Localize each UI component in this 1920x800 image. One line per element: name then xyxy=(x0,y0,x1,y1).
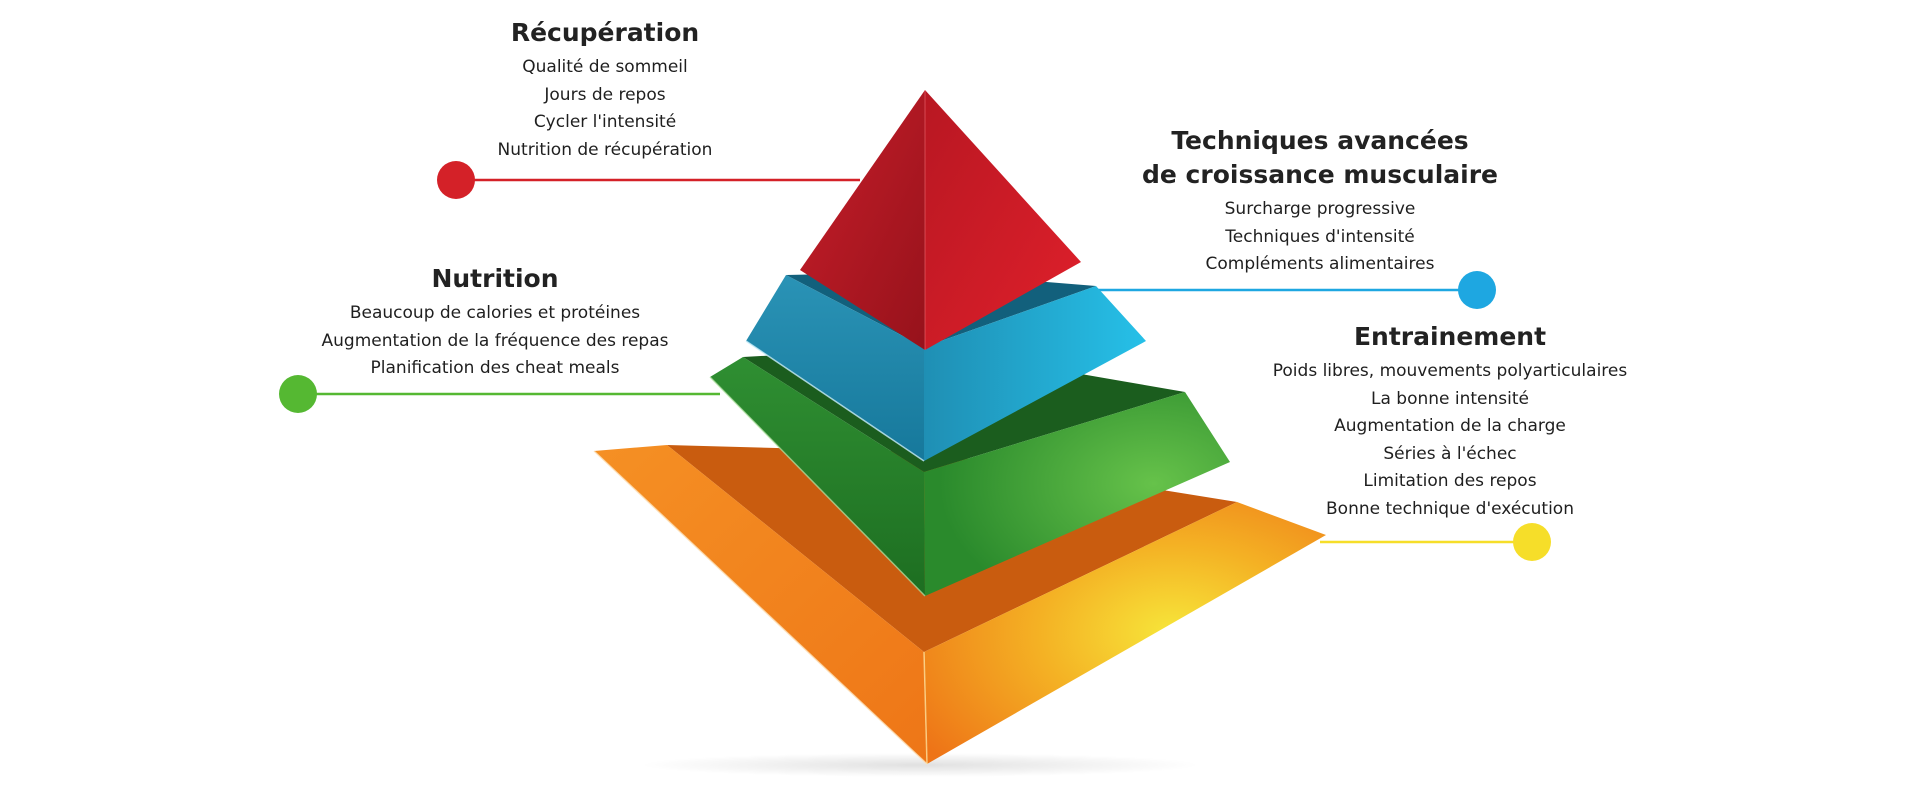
entrainement-item: Limitation des repos xyxy=(1363,471,1537,491)
techniques-title-line2: de croissance musculaire xyxy=(1142,160,1498,189)
connector-techniques xyxy=(1095,271,1496,309)
blue-dot-icon xyxy=(1458,271,1496,309)
connector-entrainement xyxy=(1320,523,1551,561)
entrainement-list: Poids libres, mouvements polyarticulaire… xyxy=(1230,358,1670,523)
techniques-item: Techniques d'intensité xyxy=(1225,226,1415,247)
label-block-nutrition: Nutrition Beaucoup de calories et protéi… xyxy=(280,262,710,383)
techniques-item: Surcharge progressive xyxy=(1224,199,1416,219)
nutrition-item: Beaucoup de calories et protéines xyxy=(349,303,641,323)
techniques-item: Compléments alimentaires xyxy=(1205,254,1435,274)
techniques-title-line1: Techniques avancées xyxy=(1171,126,1469,155)
pyramid-shadow xyxy=(640,753,1200,777)
nutrition-item: Augmentation de la fréquence des repas xyxy=(321,330,669,351)
recuperation-item: Cycler l'intensité xyxy=(533,112,677,132)
red-dot-icon xyxy=(437,161,475,199)
pyramid-tier-red xyxy=(800,90,1081,350)
label-block-recuperation: Récupération Qualité de sommeil Jours de… xyxy=(420,16,790,164)
nutrition-item: Planification des cheat meals xyxy=(370,358,620,378)
yellow-dot-icon xyxy=(1513,523,1551,561)
connector-nutrition xyxy=(279,375,720,413)
entrainement-title: Entrainement xyxy=(1353,322,1547,351)
label-block-entrainement: Entrainement Poids libres, mouvements po… xyxy=(1230,320,1670,523)
entrainement-item: Augmentation de la charge xyxy=(1334,416,1566,436)
label-block-techniques: Techniques avancées de croissance muscula… xyxy=(1100,124,1540,279)
entrainement-item: Séries à l'échec xyxy=(1383,443,1517,464)
recuperation-item: Nutrition de récupération xyxy=(497,139,713,160)
recuperation-title: Récupération xyxy=(510,18,700,47)
entrainement-item: La bonne intensité xyxy=(1371,388,1529,409)
nutrition-list: Beaucoup de calories et protéines Augmen… xyxy=(280,300,710,383)
recuperation-list: Qualité de sommeil Jours de repos Cycler… xyxy=(420,54,790,164)
techniques-list: Surcharge progressive Techniques d'inten… xyxy=(1100,196,1540,279)
nutrition-title: Nutrition xyxy=(431,264,559,293)
entrainement-item: Bonne technique d'exécution xyxy=(1326,498,1574,519)
techniques-title: Techniques avancées de croissance muscula… xyxy=(1100,124,1540,192)
recuperation-item: Jours de repos xyxy=(544,84,666,105)
recuperation-item: Qualité de sommeil xyxy=(522,57,688,77)
entrainement-item: Poids libres, mouvements polyarticulaire… xyxy=(1272,361,1628,381)
connector-recuperation xyxy=(437,161,860,199)
green-dot-icon xyxy=(279,375,317,413)
